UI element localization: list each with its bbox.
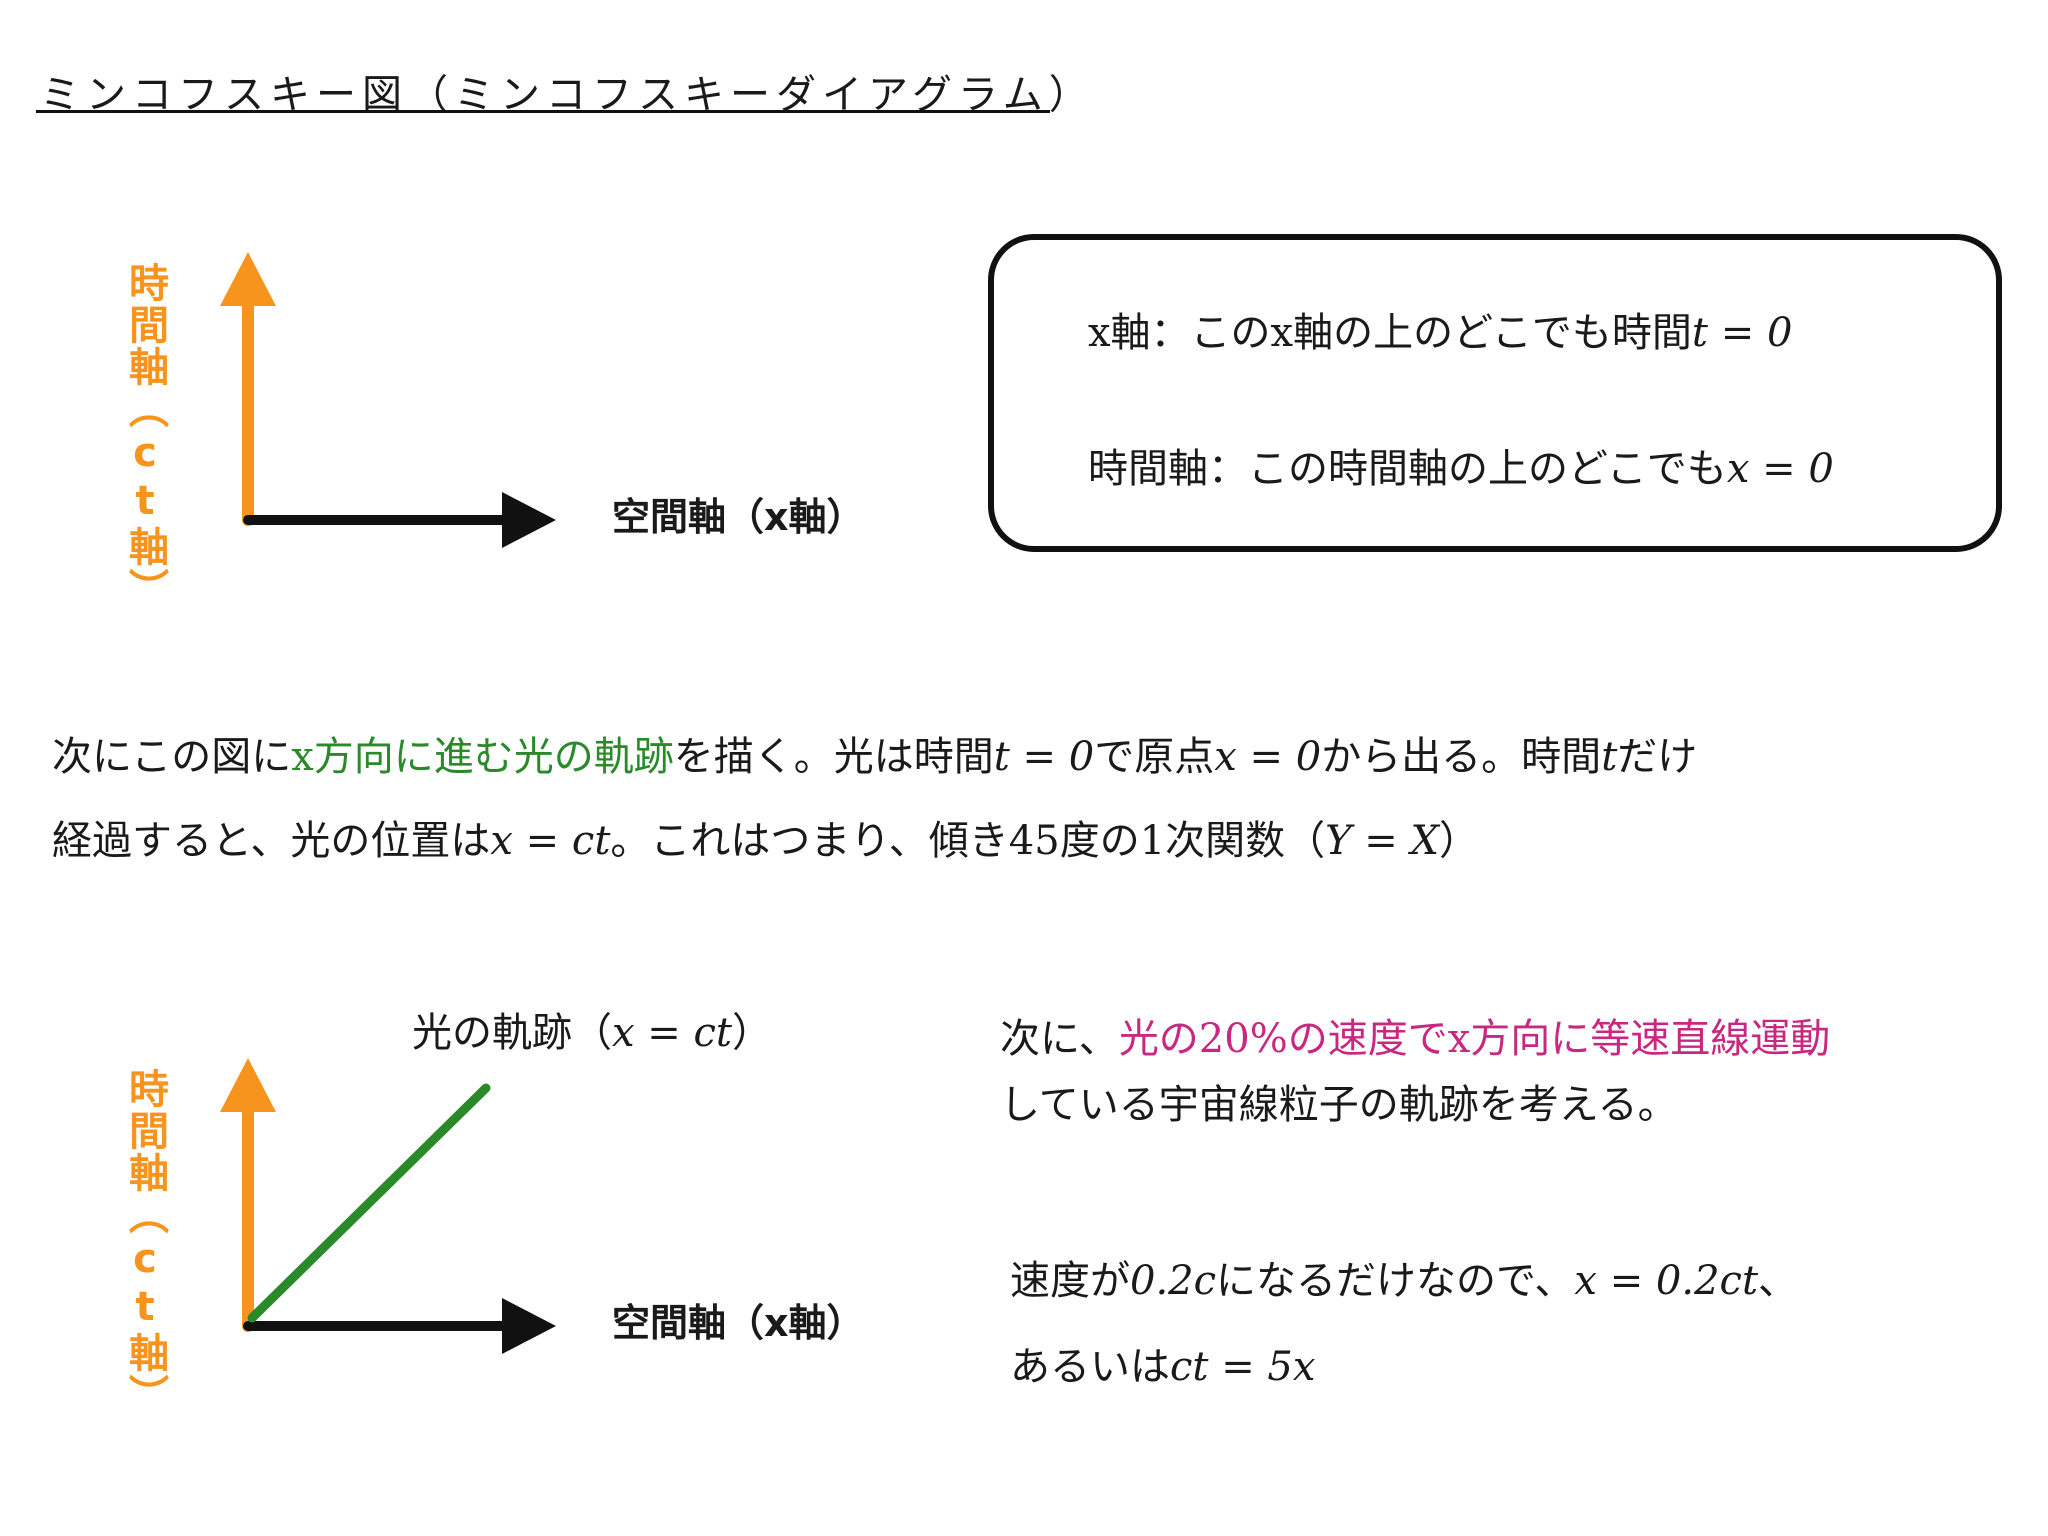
time-axis-label-1: 時間軸（ct軸）: [122, 262, 168, 610]
right-text-line-4: あるいはct = 5x: [1010, 1344, 1316, 1390]
time-axis-label-2: 時間軸（ct軸）: [122, 1068, 168, 1416]
definition-line-time-axis: 時間軸：この時間軸の上のどこでもx = 0: [1088, 446, 1834, 492]
space-axis-label-1: 空間軸（x軸）: [612, 495, 865, 539]
space-axis-1-arrowhead: [502, 492, 556, 548]
right-text-line-1: 次に、光の20%の速度でx方向に等速直線運動: [1000, 1016, 1831, 1062]
title-underline: [36, 110, 1050, 113]
definition-box: [988, 234, 2002, 552]
time-axis-1-arrowhead: [220, 252, 276, 306]
light-path-label: 光の軌跡（x = ct）: [412, 1010, 772, 1056]
time-axis-2-arrowhead: [220, 1058, 276, 1112]
light-trajectory-highlight: x方向に進む光の軌跡: [291, 734, 674, 780]
right-text-line-2: している宇宙線粒子の軌跡を考える。: [1000, 1082, 1678, 1128]
paragraph-line-1: 次にこの図にx方向に進む光の軌跡を描く。光は時間t = 0で原点x = 0から出…: [52, 734, 1698, 780]
light-path-line: [247, 1083, 491, 1323]
right-text-line-3: 速度が0.2cになるだけなので、x = 0.2ct、: [1010, 1258, 1799, 1304]
particle-speed-highlight: 光の20%の速度でx方向に等速直線運動: [1118, 1016, 1831, 1062]
space-axis-label-2: 空間軸（x軸）: [612, 1301, 865, 1345]
space-axis-2-arrowhead: [502, 1298, 556, 1354]
paragraph-line-2: 経過すると、光の位置はx = ct。これはつまり、傾き45度の1次関数（Y = …: [52, 818, 1479, 864]
definition-line-x-axis: x軸：このx軸の上のどこでも時間t = 0: [1088, 310, 1793, 356]
